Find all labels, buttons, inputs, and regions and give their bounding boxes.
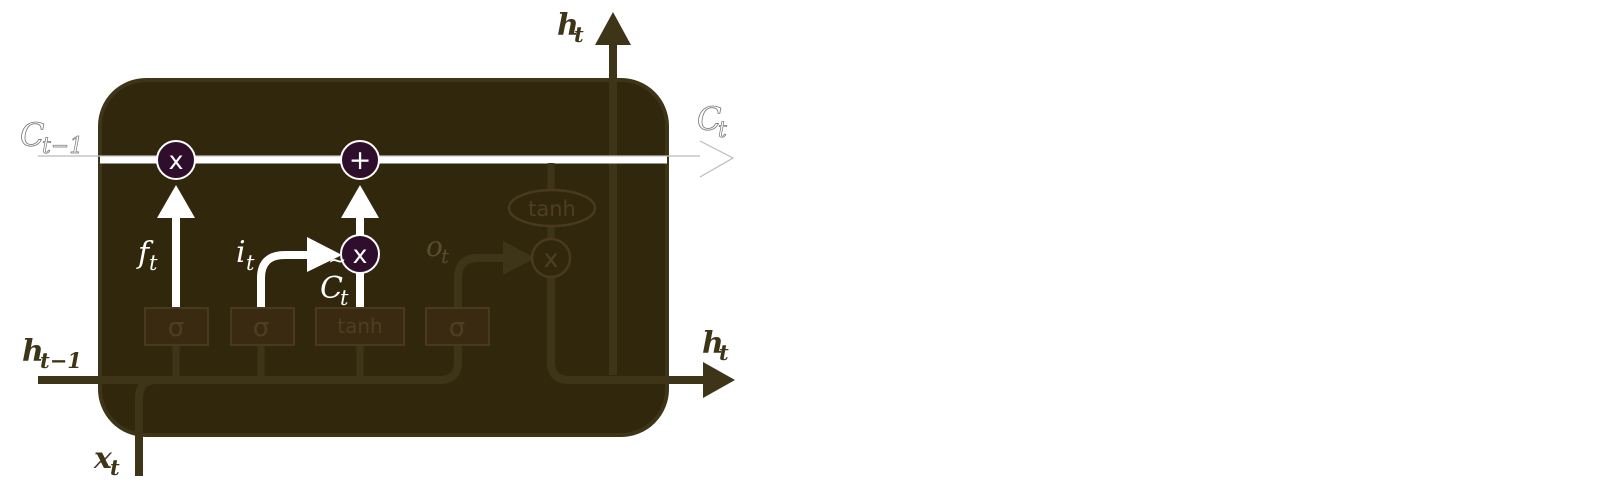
input-gate-output-label: i t <box>236 235 255 275</box>
svg-text:x: x <box>93 441 113 476</box>
output-multiply-symbol: x <box>544 244 559 273</box>
forget-arrowhead <box>157 185 195 218</box>
output-to-ht-path <box>547 275 705 384</box>
x-input-line <box>135 376 158 476</box>
h-prev-label: h t−1 <box>22 334 82 373</box>
svg-text:h: h <box>702 326 724 361</box>
input-multiply-symbol: x <box>353 240 368 269</box>
output-gate-arrowhead <box>503 241 535 275</box>
svg-text:~: ~ <box>328 249 346 274</box>
svg-text:C: C <box>20 116 44 154</box>
forget-gate-label: σ <box>168 313 184 343</box>
h-out-top-arrowhead <box>595 12 631 45</box>
svg-text:t−1: t−1 <box>40 348 82 373</box>
cell-tanh-node: tanh <box>507 188 597 228</box>
c-next-label: C t <box>697 100 728 144</box>
input-gate-label: σ <box>253 313 269 343</box>
output-multiply-op: x <box>530 237 572 279</box>
add-arrowhead <box>341 185 379 218</box>
cell-tanh-label: tanh <box>528 197 576 221</box>
h-out-right-label: h t <box>702 326 729 365</box>
svg-text:h: h <box>22 334 44 369</box>
svg-text:t: t <box>149 251 158 275</box>
output-gate-path <box>454 254 505 307</box>
cell-add-op: + <box>340 140 380 180</box>
input-gate-box: σ <box>230 307 295 346</box>
svg-text:t: t <box>110 455 120 480</box>
cell-add-symbol: + <box>349 145 372 176</box>
input-bus-line <box>38 345 462 384</box>
input-arrowhead <box>307 237 342 272</box>
svg-text:t: t <box>574 22 584 47</box>
x-input-label: x t <box>93 441 120 480</box>
forget-multiply-symbol: x <box>169 146 184 175</box>
svg-text:h: h <box>557 8 579 43</box>
input-multiply-op: x <box>340 234 380 274</box>
ht-right-arrowhead <box>703 362 735 398</box>
svg-text:t: t <box>718 118 727 143</box>
lstm-cell-body <box>98 78 669 437</box>
candidate-gate-label: tanh <box>337 314 382 338</box>
svg-text:t: t <box>441 244 450 268</box>
svg-text:t−1: t−1 <box>42 134 83 159</box>
svg-text:t: t <box>246 251 255 275</box>
forget-multiply-op: x <box>156 140 196 180</box>
svg-text:C: C <box>697 100 721 138</box>
output-gate-label: σ <box>449 313 465 343</box>
input-arrow-path <box>257 251 310 307</box>
svg-text:t: t <box>719 340 729 365</box>
candidate-output-label: ~ C t <box>320 249 349 310</box>
cell-state-thin-arrowhead <box>699 140 735 178</box>
c-prev-label: C t−1 <box>20 116 84 160</box>
forget-gate-box: σ <box>144 307 209 346</box>
svg-text:C: C <box>320 271 343 306</box>
svg-text:i: i <box>236 235 246 270</box>
output-gate-box: σ <box>425 307 490 346</box>
output-gate-output-label: o t <box>426 230 450 268</box>
candidate-gate-box: tanh <box>315 307 405 346</box>
h-out-top-label: h t <box>557 8 584 47</box>
svg-text:o: o <box>426 230 443 263</box>
svg-text:t: t <box>340 286 349 310</box>
